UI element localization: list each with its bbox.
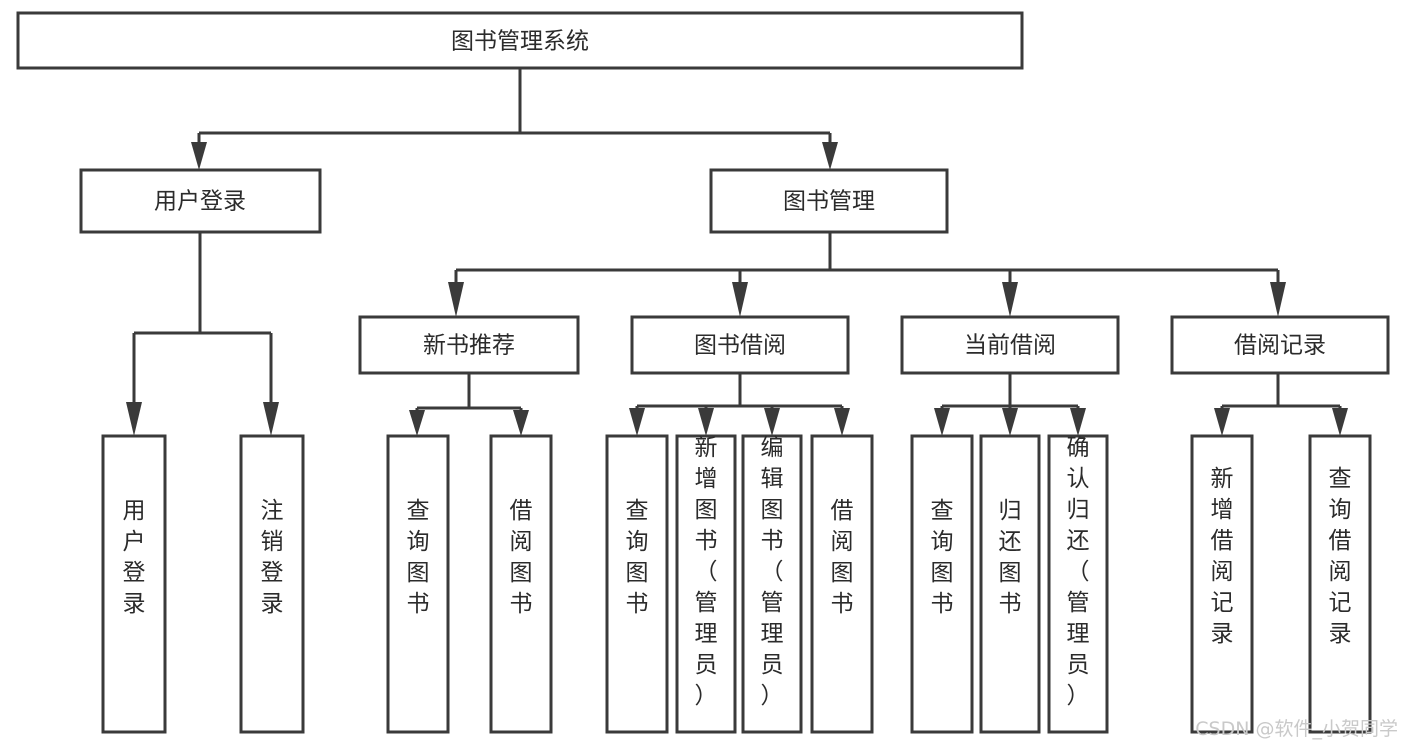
arrowhead-borrow-record-leaf-2: [1332, 408, 1348, 436]
node-book-manage[interactable]: 图书管理: [709, 168, 949, 234]
arrowhead-new-book-leaf-2: [513, 410, 529, 436]
leaf-borrow-book-1-label: 借阅图书: [510, 498, 533, 617]
arrowhead-new-book-leaf-1: [409, 410, 425, 436]
node-book-borrow-box[interactable]: [630, 315, 850, 375]
node-user-login-label: 用户登录: [154, 189, 246, 215]
csdn-watermark: CSDN @软件_小贺同学: [1195, 718, 1398, 740]
leaf-return-book-label: 归还图书: [999, 498, 1022, 617]
node-user-login-box[interactable]: [79, 168, 322, 234]
node-user-login[interactable]: 用户登录: [79, 168, 322, 234]
node-new-book-recommend-box[interactable]: [358, 315, 580, 375]
node-new-book-recommend-label: 新书推荐: [423, 333, 515, 359]
arrowhead-current-borrow-leaf-1: [934, 408, 950, 436]
leaf-query-record-box[interactable]: [1308, 434, 1372, 734]
node-book-manage-label: 图书管理: [783, 189, 875, 215]
node-new-book-recommend[interactable]: 新书推荐: [358, 315, 580, 375]
node-borrow-record[interactable]: 借阅记录: [1170, 315, 1390, 375]
node-root-label: 图书管理系统: [451, 29, 589, 55]
node-current-borrow[interactable]: 当前借阅: [900, 315, 1120, 375]
arrowhead-user-login-leaf-2: [263, 402, 279, 436]
node-book-manage-box[interactable]: [709, 168, 949, 234]
leaf-edit-book-box[interactable]: [741, 434, 803, 734]
leaf-edit-book-label: 编辑图书（管理员）: [761, 435, 784, 709]
leaf-node-query-book-3[interactable]: 查询图书: [910, 434, 974, 734]
leaf-return-book-box[interactable]: [979, 434, 1041, 734]
arrowhead-current-borrow-leaf-3: [1070, 408, 1086, 436]
node-root-box[interactable]: [16, 11, 1024, 70]
leaf-borrow-book-2-box[interactable]: [810, 434, 874, 734]
arrowhead-book-borrow-leaf-2: [698, 408, 714, 436]
leaf-node-user-login[interactable]: 用户登录: [101, 434, 167, 734]
arrowhead-borrow-record-leaf-1: [1214, 408, 1230, 436]
node-book-borrow-label: 图书借阅: [694, 333, 786, 359]
leaf-node-return-book[interactable]: 归还图书: [979, 434, 1041, 734]
leaf-query-record-label: 查询借阅记录: [1329, 466, 1352, 647]
arrowhead-user-login-leaf-1: [126, 402, 142, 436]
arrowhead-to-borrow-record: [1270, 282, 1286, 317]
leaf-node-user-logout[interactable]: 注销登录: [239, 434, 305, 734]
node-borrow-record-box[interactable]: [1170, 315, 1390, 375]
arrowhead-to-user-login: [191, 142, 207, 170]
leaf-node-query-book-1[interactable]: 查询图书: [386, 434, 450, 734]
leaf-query-book-2-box[interactable]: [605, 434, 669, 734]
leaf-node-query-book-2[interactable]: 查询图书: [605, 434, 669, 734]
leaf-user-login-label: 用户登录: [123, 498, 146, 617]
node-current-borrow-box[interactable]: [900, 315, 1120, 375]
node-root[interactable]: 图书管理系统: [16, 11, 1024, 70]
leaf-node-add-book[interactable]: 新增图书（管理员）: [675, 434, 737, 734]
leaf-add-book-box[interactable]: [675, 434, 737, 734]
arrowhead-to-book-borrow: [732, 282, 748, 317]
leaf-user-login-box[interactable]: [101, 434, 167, 734]
leaf-query-book-2-label: 查询图书: [626, 498, 649, 617]
leaf-node-borrow-book-2[interactable]: 借阅图书: [810, 434, 874, 734]
arrowhead-to-current-borrow: [1002, 282, 1018, 317]
leaf-borrow-book-1-box[interactable]: [489, 434, 553, 734]
leaf-query-book-1-label: 查询图书: [407, 498, 430, 617]
leaf-confirm-return-box[interactable]: [1047, 434, 1109, 734]
leaf-add-book-label: 新增图书（管理员）: [695, 435, 718, 709]
leaf-add-record-box[interactable]: [1190, 434, 1254, 734]
leaf-borrow-book-2-label: 借阅图书: [831, 498, 854, 617]
leaf-user-logout-box[interactable]: [239, 434, 305, 734]
leaf-query-book-1-box[interactable]: [386, 434, 450, 734]
leaf-node-query-record[interactable]: 查询借阅记录: [1308, 434, 1372, 734]
leaf-query-book-3-label: 查询图书: [931, 498, 954, 617]
arrowhead-to-new-book: [448, 282, 464, 317]
arrowhead-current-borrow-leaf-2: [1002, 408, 1018, 436]
arrowhead-book-borrow-leaf-4: [834, 408, 850, 436]
leaf-add-record-label: 新增借阅记录: [1211, 466, 1234, 647]
leaf-node-edit-book[interactable]: 编辑图书（管理员）: [741, 434, 803, 734]
arrowhead-book-borrow-leaf-3: [764, 408, 780, 436]
arrowhead-book-borrow-leaf-1: [629, 408, 645, 436]
leaf-node-add-record[interactable]: 新增借阅记录: [1190, 434, 1254, 734]
node-borrow-record-label: 借阅记录: [1234, 333, 1326, 359]
node-book-borrow[interactable]: 图书借阅: [630, 315, 850, 375]
leaf-user-logout-label: 注销登录: [261, 498, 284, 617]
connector-layer: [126, 68, 1348, 436]
leaf-confirm-return-label: 确认归还（管理员）: [1067, 435, 1090, 709]
node-current-borrow-label: 当前借阅: [964, 333, 1056, 359]
arrowhead-to-book-manage: [822, 142, 838, 170]
leaf-node-borrow-book-1[interactable]: 借阅图书: [489, 434, 553, 734]
leaf-query-book-3-box[interactable]: [910, 434, 974, 734]
leaf-node-confirm-return[interactable]: 确认归还（管理员）: [1047, 434, 1109, 734]
